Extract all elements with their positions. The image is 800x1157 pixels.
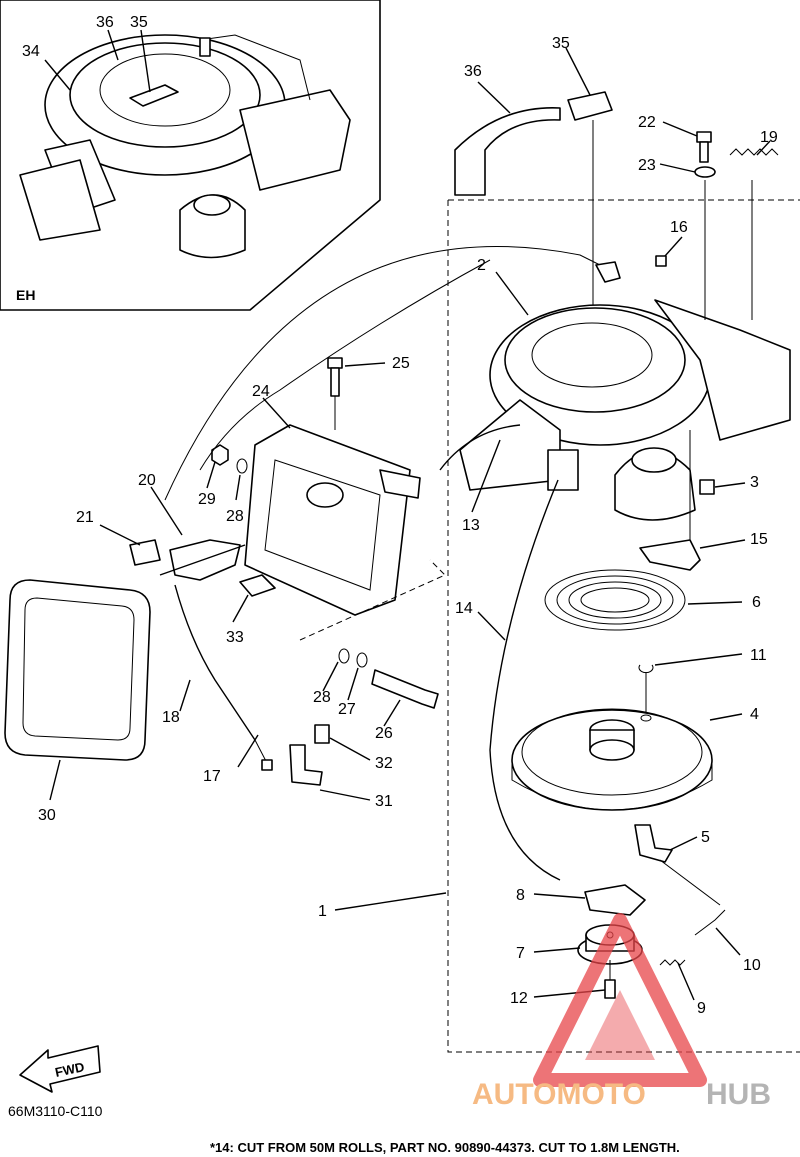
callout-21: 21 [76,509,94,526]
callout-14: 14 [455,600,473,617]
callout-4: 4 [750,706,759,723]
bracket-31 [289,744,323,786]
callout-15: 15 [750,531,768,548]
spring-10 [694,909,726,936]
drive-pawl-5 [634,824,673,863]
callout-22: 22 [638,114,656,131]
callout-19: 19 [760,129,778,146]
label-35 [567,91,613,121]
fwd-label: FWD [54,1059,86,1080]
choke-knob-21 [129,539,161,566]
throttle-cable [164,246,601,501]
bolt-32 [314,724,330,744]
callout-3: 3 [750,474,759,491]
recoil-spring-6 [544,569,686,631]
footnote: *14: CUT FROM 50M ROLLS, PART NO. 90890-… [210,1140,680,1155]
watermark-logo-icon [533,913,707,1087]
callout-12: 12 [510,990,528,1007]
callout-29: 29 [198,491,216,508]
fwd-arrow: FWD [19,1045,101,1093]
inset-callout-36: 36 [96,14,114,31]
callout-8: 8 [516,887,525,904]
filter-case-24 [244,424,411,616]
housing-side-plate [654,299,791,441]
callout-1: 1 [318,903,327,920]
inset-variant-label: EH [16,287,35,303]
callout-6: 6 [752,594,761,611]
callout-11: 11 [750,647,767,664]
callout-28-upper: 28 [226,508,244,525]
starter-rope-14 [489,479,561,881]
spring-19 [729,148,779,156]
callout-26: 26 [375,725,393,742]
choke-cable-18 [174,584,256,741]
diagram-code: 66M3110-C110 [8,1103,103,1119]
callout-33: 33 [226,629,244,646]
spring-9 [659,959,686,966]
choke-lever-20 [169,539,241,581]
label-33 [239,574,276,597]
callout-13: 13 [462,517,480,534]
assembly-boundary [447,199,800,1053]
inset-side-bracket [239,89,351,191]
bolt-22 [696,131,712,163]
fwd-arrow-icon [19,1045,101,1093]
inset-callout-35: 35 [130,14,148,31]
leader-lines [49,47,771,1001]
washer-27 [356,652,368,668]
callout-35: 35 [552,35,570,52]
callout-28-lower: 28 [313,689,331,706]
callout-18: 18 [162,709,180,726]
watermark-text-2: HUB [706,1078,771,1111]
friction-plate-8 [584,884,646,916]
callout-7: 7 [516,945,525,962]
washer-28-lower [338,648,350,664]
callout-numbers: 1 2 3 4 5 6 7 8 9 10 11 12 13 14 15 16 1… [38,35,778,1017]
bolt-25 [327,357,343,369]
washer-23 [694,166,716,178]
gasket-36 [454,107,561,196]
pawl-15 [639,539,701,571]
inset-callout-34: 34 [22,43,40,60]
callout-10: 10 [743,957,761,974]
callout-30: 30 [38,807,56,824]
filter-element-30 [4,579,151,761]
callout-20: 20 [138,472,156,489]
clip-11 [638,664,654,674]
callout-36: 36 [464,63,482,80]
callout-17: 17 [203,768,221,785]
callout-32: 32 [375,755,393,772]
callout-24: 24 [252,383,270,400]
inset-label-plate [129,84,179,107]
callout-31: 31 [375,793,393,810]
callout-25: 25 [392,355,410,372]
washer-28-upper [236,458,248,474]
callout-16: 16 [670,219,688,236]
callout-2: 2 [477,257,486,274]
callout-5: 5 [701,829,710,846]
bolt-26 [371,669,439,709]
nut-3 [699,479,715,495]
callout-23: 23 [638,157,656,174]
watermark-text-1: AUTOMOTO [472,1078,646,1111]
callout-27: 27 [338,701,356,718]
pin-16 [655,255,667,267]
callout-9: 9 [697,1000,706,1017]
bolt-12 [604,979,616,999]
inset-eh-variant: 34 36 35 EH [0,0,381,311]
watermark: AUTOMOTO HUB [472,913,771,1111]
nut-29 [211,444,229,466]
